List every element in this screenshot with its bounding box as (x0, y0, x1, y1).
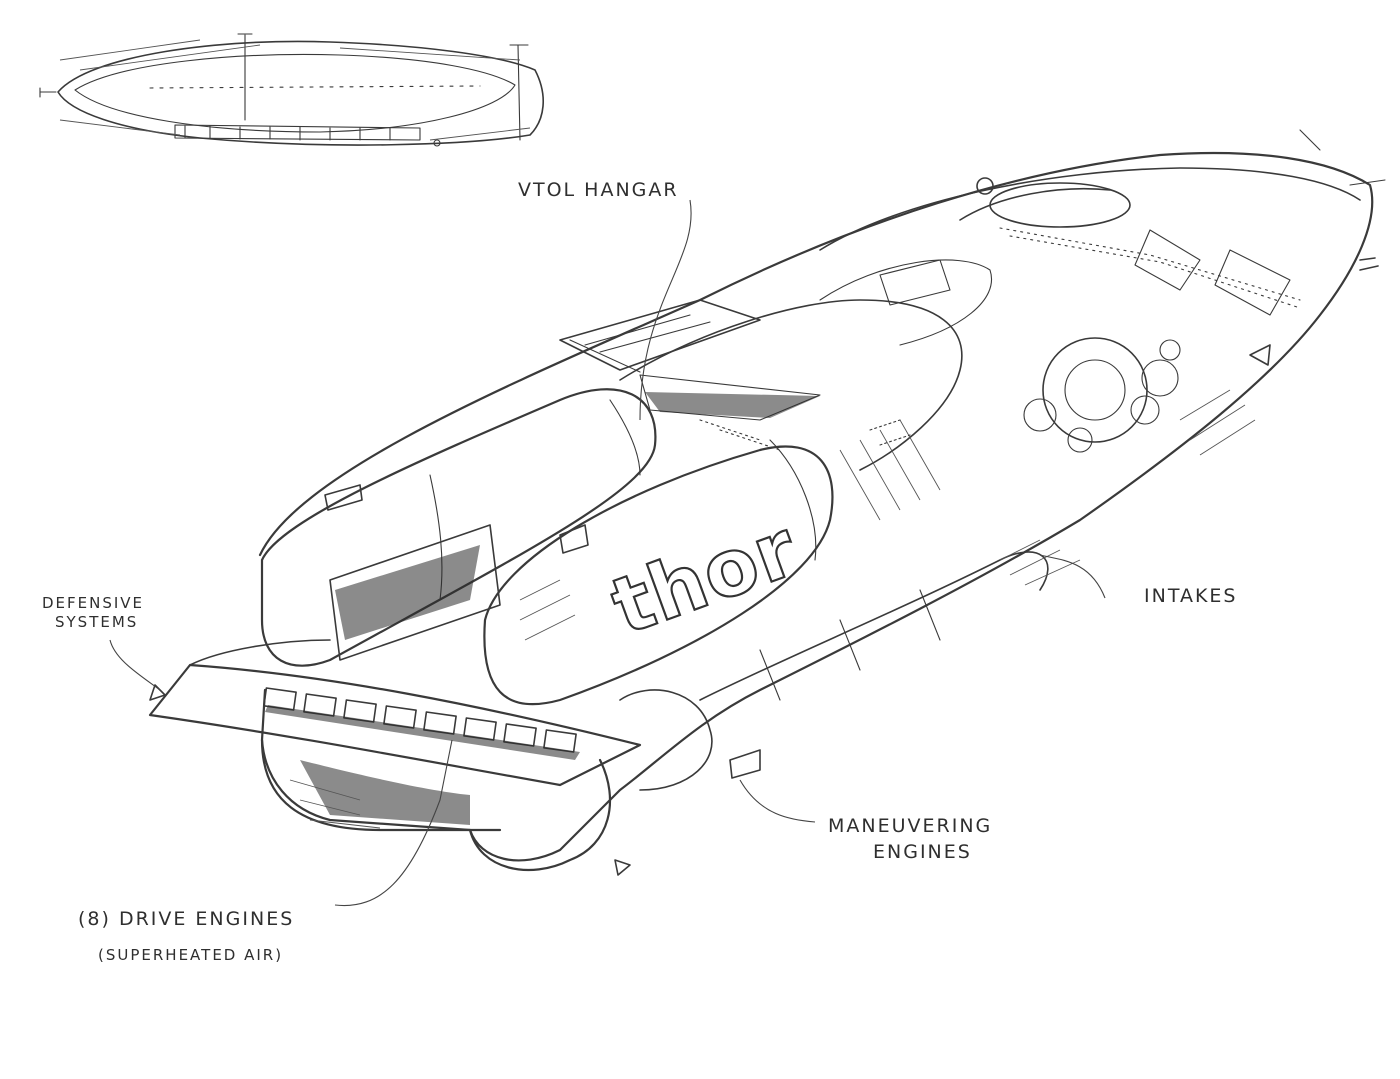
lower-nacelles (260, 551, 1049, 872)
leader-lines (109, 199, 1106, 907)
label-maneuvering-line1: MANEUVERING (828, 815, 992, 837)
leader-defensive-systems (109, 639, 161, 691)
label-defensive-systems-line1: DEFENSIVE (42, 594, 144, 612)
label-defensive-systems-line2: SYSTEMS (55, 613, 138, 631)
side-view-thumbnail (39, 33, 545, 147)
label-vtol-hangar: VTOL HANGAR (518, 179, 679, 201)
hull-outline (258, 151, 1374, 862)
vtol-hangar-deck (559, 299, 761, 373)
label-maneuvering-line2: ENGINES (873, 841, 972, 863)
leader-vtol-hangar (639, 199, 692, 421)
label-drive-engines: (8) DRIVE ENGINES (78, 908, 294, 930)
leader-drive-engines (334, 739, 453, 907)
leader-intakes (1039, 554, 1106, 599)
starboard-upper-pod: thor (483, 439, 834, 706)
label-drive-engines-note: (SUPERHEATED AIR) (98, 946, 283, 964)
forward-turbine-cluster (1023, 337, 1181, 453)
port-upper-pod (260, 388, 657, 667)
drive-engine-ports (263, 687, 577, 753)
hull-logo: thor (601, 504, 809, 653)
label-intakes: INTAKES (1144, 585, 1237, 607)
drive-engine-bank (148, 639, 642, 787)
airship-main-view: thor (148, 129, 1386, 876)
leader-maneuvering-engines (739, 779, 816, 823)
